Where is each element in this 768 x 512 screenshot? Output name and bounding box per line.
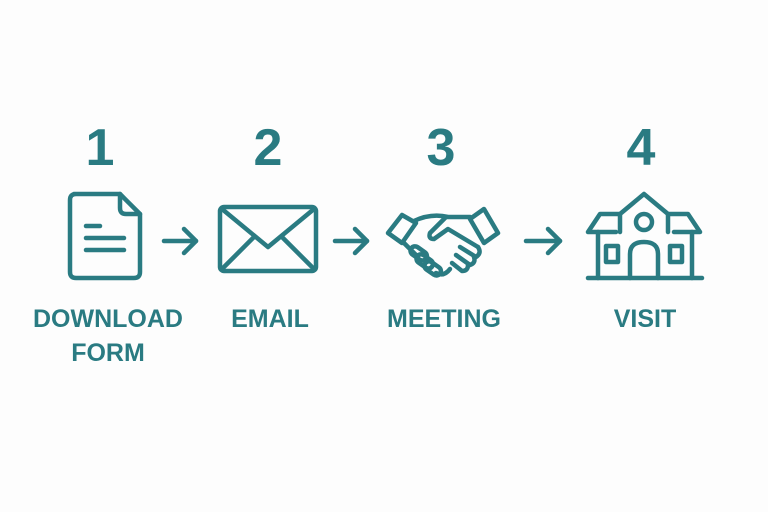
step-number: 4 [626, 119, 656, 177]
document-icon [67, 191, 143, 281]
step-label-line: VISIT [613, 305, 677, 333]
house-icon [585, 191, 705, 281]
step-label: VISIT [545, 302, 745, 336]
step-label: MEETING [344, 302, 544, 336]
handshake-icon [385, 206, 501, 278]
step-label-line: DOWNLOAD [33, 305, 183, 333]
step-label-line: FORM [71, 339, 145, 367]
step-label: EMAIL [170, 302, 370, 336]
step-label: DOWNLOAD FORM [8, 302, 208, 370]
step-number: 2 [253, 119, 283, 177]
step-label-line: MEETING [387, 305, 501, 333]
envelope-icon [217, 204, 319, 274]
step-number: 3 [426, 119, 456, 177]
arrow-right-icon [523, 226, 563, 256]
step-number: 1 [85, 119, 115, 177]
arrow-right-icon [332, 226, 370, 256]
arrow-right-icon [161, 226, 199, 256]
step-label-line: EMAIL [231, 305, 309, 333]
